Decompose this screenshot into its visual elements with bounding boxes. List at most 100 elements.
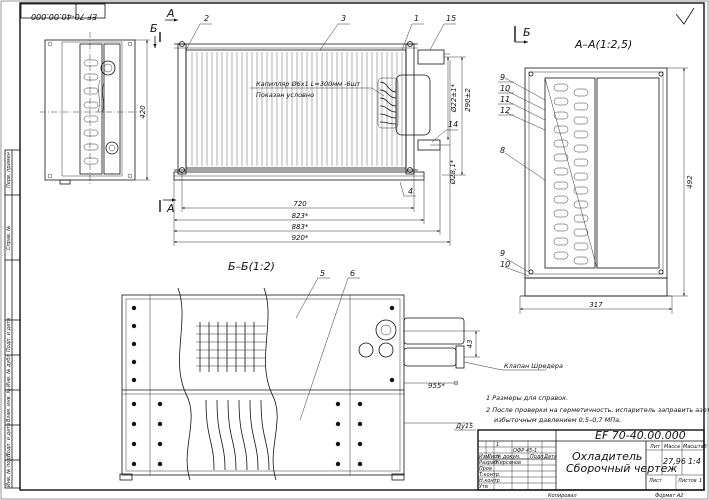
dim-43: 43 [466, 340, 474, 349]
tcontrol-label: Т.контр [479, 472, 499, 478]
callout-11: 11 [500, 95, 510, 104]
sheets-label: Листов [677, 478, 697, 484]
view-b-b: Б–Б(1:2) 43 Клапан Шредера 955* [119, 260, 563, 481]
slot [573, 144, 589, 153]
dim-22: Ø22±1* [450, 83, 458, 113]
bolt [131, 341, 137, 347]
slot [553, 209, 569, 218]
bolt [131, 305, 137, 311]
slot [553, 223, 569, 232]
bolt [357, 401, 363, 407]
dim-28: Ø28,1* [449, 159, 457, 185]
col-lit: Лит [649, 444, 661, 450]
slot [573, 200, 589, 209]
bolt [131, 359, 137, 365]
capillary-note-2: Показан условно [256, 91, 314, 99]
callout-15: 15 [446, 14, 456, 23]
note-2: 2 После проверки на герметичность, испар… [486, 406, 709, 414]
dim-883: 883* [292, 223, 309, 231]
bolt [131, 377, 137, 383]
bolt-pattern [131, 305, 395, 467]
note-2b: избыточным давлением 0,5–0,7 МПа. [494, 416, 621, 424]
slot [553, 251, 569, 260]
slot [573, 256, 589, 265]
callout-9-bottom: 9 [500, 249, 505, 258]
slot [573, 186, 589, 195]
notes: 1 Размеры для справок. 2 После проверки … [486, 394, 709, 424]
bolt [157, 421, 163, 427]
bolt [335, 461, 341, 467]
fin-pack [191, 52, 403, 166]
izm-number: 1 [496, 442, 499, 448]
slot [553, 83, 569, 92]
format-label: Формат А2 [655, 493, 683, 499]
view-a-title: А–А(1:2,5) [574, 38, 632, 51]
row-izm: Изм [479, 454, 489, 460]
row-sign: Подп [530, 454, 544, 460]
approve-label: Утв [479, 484, 488, 490]
slot [553, 181, 569, 190]
bolt [335, 421, 341, 427]
front-view: А Б А Капилляр Ø6х1 L=300мм -6шт Показан… [150, 7, 472, 246]
col-scale: Масштаб [683, 444, 707, 450]
check-label: Пров [479, 466, 492, 472]
side-view: 420 [40, 32, 150, 186]
bolt [131, 323, 137, 329]
dim-920: 920* [292, 234, 309, 242]
bracket-slots [553, 83, 589, 265]
mass-value: 27,96 [663, 457, 686, 466]
dim-317: 317 [589, 301, 603, 309]
bolt [157, 441, 163, 447]
slot [553, 195, 569, 204]
callout-14: 14 [448, 120, 458, 129]
slot [573, 130, 589, 139]
note-1: 1 Размеры для справок. [486, 394, 568, 402]
bolt [157, 461, 163, 467]
top-doc-code-box: EF 70-40.00.000 [20, 3, 106, 21]
dev-name: Кирсанов [496, 460, 521, 466]
bolt [389, 377, 395, 383]
callout-2: 2 [204, 14, 209, 23]
col-mass: Масса [664, 444, 680, 450]
strip-label-2: Справ. № [6, 226, 12, 250]
strip-label-5: Взам. инв. № [6, 388, 12, 422]
dim-492: 492 [686, 175, 694, 189]
capillary-line [249, 399, 259, 471]
strip-label-1: Перв. примен [6, 151, 12, 188]
dim-955: 955* [428, 382, 445, 390]
slot [553, 97, 569, 106]
view-b-title: Б–Б(1:2) [228, 260, 275, 273]
bolt [389, 305, 395, 311]
callout-12: 12 [500, 106, 510, 115]
callout-5: 5 [320, 269, 325, 278]
section-mark-a-bottom: А [166, 202, 175, 215]
strip-label-3: Подп. и дата [6, 318, 12, 352]
capillary-line [205, 399, 215, 471]
bolt [357, 461, 363, 467]
callout-9: 9 [500, 73, 505, 82]
title-line-1: Охладитель [572, 450, 642, 463]
title-line-2: Сборочный чертеж [566, 462, 677, 475]
view-a-a: А–А(1:2,5) Б 492 317 [498, 26, 694, 314]
view-b-mark-right: Б [523, 26, 531, 39]
callout-10: 10 [500, 84, 510, 93]
slot [573, 102, 589, 111]
bolt [131, 461, 137, 467]
slot [573, 214, 589, 223]
slot [573, 242, 589, 251]
slot [573, 116, 589, 125]
bolt [357, 421, 363, 427]
row-date: Дата [543, 454, 557, 460]
callout-3: 3 [341, 14, 346, 23]
bolt [335, 401, 341, 407]
bolt [131, 401, 137, 407]
row-list: Лист [486, 454, 501, 460]
copied-label: Копировал [548, 493, 577, 499]
left-strip: Перв. примен Справ. № Подп. и дата Инв. … [4, 149, 21, 489]
slot [553, 153, 569, 162]
valve-label: Клапан Шредера [504, 362, 563, 370]
callout-10-bottom: 10 [500, 260, 510, 269]
bolt [357, 441, 363, 447]
distributor [377, 74, 431, 136]
